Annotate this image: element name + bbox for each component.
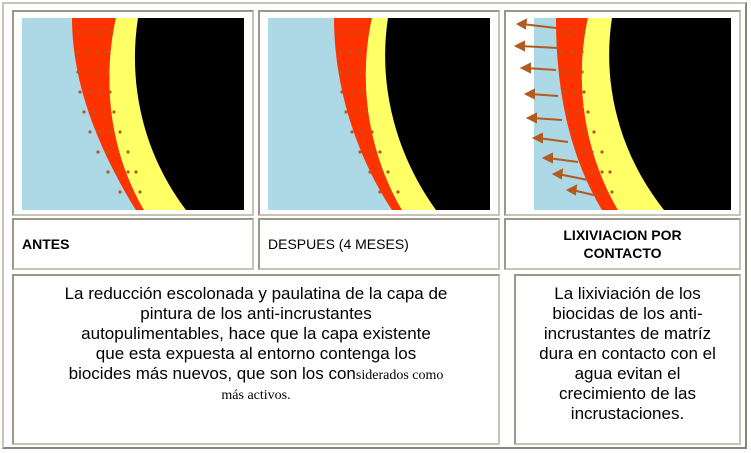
- description-left-text: biocides más nuevos, que son los con: [68, 364, 356, 383]
- description-left-cell: La reducción escolonada y paulatina de l…: [12, 274, 500, 445]
- description-right-line: biocidas de los anti-: [552, 304, 703, 323]
- description-left-text-small: siderados como: [355, 368, 444, 383]
- antes-biocide-dots: [76, 30, 142, 194]
- header-despues-cell: DESPUES (4 MESES): [258, 218, 500, 270]
- leaching-arrows: [513, 18, 599, 197]
- description-left-line: biocides más nuevos, que son los conside…: [22, 364, 490, 386]
- header-lixiviacion: LIXIVIACION POR CONTACTO: [506, 220, 739, 268]
- description-right-cell: La lixiviación de los biocidas de los an…: [514, 274, 741, 445]
- antes-image: [14, 12, 252, 214]
- description-right-line: incrustantes de matríz: [543, 324, 712, 343]
- despues-image-cell: [258, 10, 500, 216]
- description-right-line: dura en contacto con el: [539, 344, 716, 363]
- lixiviacion-image: [506, 12, 739, 214]
- description-right-line: La lixiviación de los: [554, 284, 701, 303]
- description-left-line: que esta expuesta al entorno contenga lo…: [95, 344, 417, 363]
- description-right-line: incrustaciones.: [570, 404, 685, 423]
- description-right: La lixiviación de los biocidas de los an…: [516, 284, 739, 424]
- header-antes: ANTES: [22, 236, 70, 252]
- header-lixiviacion-cell: LIXIVIACION POR CONTACTO: [504, 218, 741, 270]
- description-left: La reducción escolonada y paulatina de l…: [14, 284, 498, 406]
- lixiviacion-image-cell: [504, 10, 741, 216]
- header-despues: DESPUES (4 MESES): [268, 236, 409, 252]
- antes-image-cell: [12, 10, 254, 216]
- header-lixiviacion-line2: CONTACTO: [583, 245, 662, 261]
- description-left-line: más activos.: [221, 388, 291, 403]
- description-left-line: La reducción escolonada y paulatina de l…: [64, 284, 448, 303]
- description-right-line: crecimiento de las: [558, 384, 696, 403]
- despues-biocide-dots: [338, 30, 400, 194]
- despues-image: [260, 12, 498, 214]
- comparison-table: ANTES DESPUES (4 MESES) LIXIVIACION POR …: [2, 2, 747, 449]
- lixiviacion-biocide-dots: [560, 30, 614, 194]
- header-lixiviacion-line1: LIXIVIACION POR: [563, 227, 682, 243]
- header-antes-cell: ANTES: [12, 218, 254, 270]
- description-right-line: agua evitan el: [574, 364, 681, 383]
- description-left-line: pintura de los anti-incrustantes: [140, 304, 372, 323]
- description-left-line: autopulimentables, hace que la capa exis…: [81, 324, 431, 343]
